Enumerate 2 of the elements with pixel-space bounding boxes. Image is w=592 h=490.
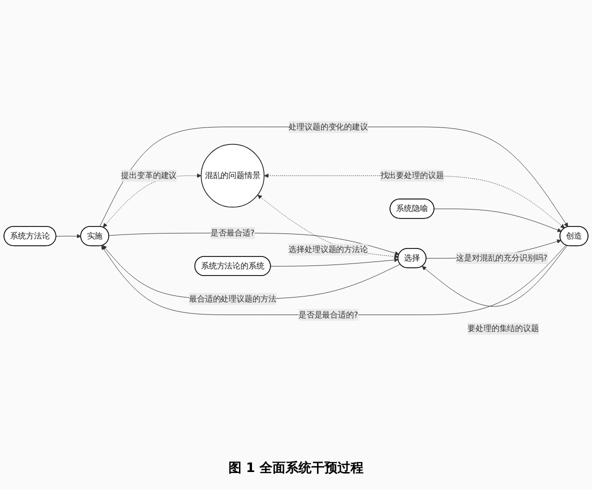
figure-caption: 图 1 全面系统干预过程 <box>228 460 364 477</box>
arrow <box>258 194 398 258</box>
